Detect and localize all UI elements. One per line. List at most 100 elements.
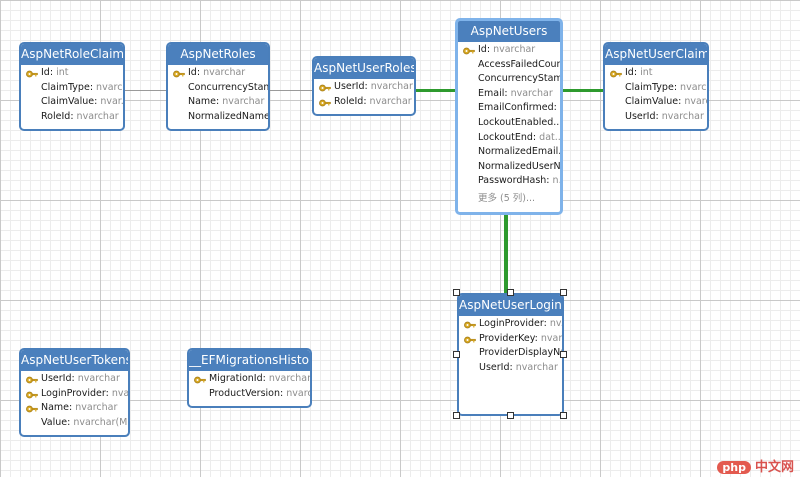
resize-handle[interactable] — [560, 412, 567, 419]
key-icon — [463, 46, 475, 56]
field-row[interactable]: LoginProvider: nva... — [21, 388, 128, 403]
more-columns-link[interactable]: 更多 (5 列)... — [478, 192, 536, 204]
field-row[interactable]: RoleId: nvarchar — [314, 96, 414, 111]
field-type: nvarchar — [76, 110, 119, 122]
entity-aspnetroleclaims[interactable]: AspNetRoleClaims Id: int ClaimType: nvar… — [19, 42, 125, 131]
field-row[interactable]: AccessFailedCount... — [458, 59, 560, 74]
resize-handle[interactable] — [453, 351, 460, 358]
field-row[interactable]: Email: nvarchar — [478, 87, 553, 99]
field-row[interactable]: Id: int — [21, 67, 123, 82]
resize-handle[interactable] — [453, 289, 460, 296]
field-row[interactable]: ConcurrencyStamp... — [458, 73, 560, 88]
relation-users-userlogins[interactable] — [504, 215, 508, 294]
field-row[interactable]: Value: nvarchar(M... — [21, 417, 128, 432]
entity-title: AspNetUserTokens — [21, 350, 128, 371]
field-type: nvarchar — [222, 96, 265, 108]
field-row[interactable]: ClaimValue: nvar... — [21, 96, 123, 111]
field-row[interactable]: PasswordHash: n... — [458, 175, 560, 190]
key-icon — [26, 390, 38, 400]
field-name: ClaimType — [41, 81, 90, 93]
field-type: nvarchar — [661, 110, 704, 122]
entity-aspnetuserclaims[interactable]: AspNetUserClaims Id: int ClaimType: nvar… — [603, 42, 709, 131]
field-list: UserId: nvarchar RoleId: nvarchar — [314, 79, 414, 110]
field-row[interactable]: Id: nvarchar — [458, 44, 560, 59]
field-name: MigrationId — [209, 373, 263, 384]
key-icon — [319, 83, 331, 93]
field-type: nvarc... — [684, 96, 707, 108]
resize-handle[interactable] — [560, 289, 567, 296]
field-row[interactable]: UserId: nvarchar — [21, 373, 128, 388]
key-icon — [173, 69, 185, 79]
key-icon — [464, 335, 476, 345]
field-name: Name — [41, 402, 70, 414]
field-name: UserId — [625, 110, 656, 122]
field-type: nvarchar — [268, 373, 310, 384]
field-row[interactable]: ClaimValue: nvarc... — [605, 96, 707, 111]
field-name: Email — [478, 87, 505, 99]
entity-title: AspNetUserClaims — [605, 44, 707, 65]
field-row[interactable]: Name: nvarchar — [21, 402, 128, 417]
field-row[interactable]: LoginProvider: nv... — [459, 318, 562, 333]
field-row[interactable]: LockoutEnd: dat... — [458, 132, 560, 147]
field-row[interactable]: ProductVersion: nvarc... — [189, 388, 310, 403]
field-row[interactable]: RoleId: nvarchar — [41, 110, 119, 122]
field-type: nvarchar(M... — [73, 416, 128, 428]
field-row[interactable]: Id: nvarchar — [168, 67, 268, 82]
entity-aspnetuserlogins[interactable]: AspNetUserLogins LoginProvider: nv... Pr… — [457, 293, 564, 416]
field-name: ClaimValue — [625, 96, 679, 108]
field-name: Id — [625, 67, 634, 78]
field-name: LoginProvider — [41, 387, 106, 399]
field-row[interactable]: NormalizedEmail... — [458, 146, 560, 161]
field-row[interactable]: Id: int — [605, 67, 707, 82]
relation-userroles-users[interactable] — [416, 89, 458, 92]
entity-aspnetroles[interactable]: AspNetRoles Id: nvarchar ConcurrencyStam… — [166, 42, 270, 131]
entity-aspnetusertokens[interactable]: AspNetUserTokens UserId: nvarchar LoginP… — [19, 348, 130, 437]
field-name: RoleId — [334, 95, 364, 107]
field-row[interactable]: LockoutEnabled... — [458, 117, 560, 132]
field-row[interactable]: NormalizedUserN... — [458, 161, 560, 176]
resize-handle[interactable] — [507, 289, 514, 296]
field-row[interactable]: Name: nvarchar — [188, 96, 265, 108]
field-list: Id: nvarchar ConcurrencyStamp Name: nvar… — [168, 65, 268, 125]
resize-handle[interactable] — [507, 412, 514, 419]
entity-aspnetuserroles[interactable]: AspNetUserRoles UserId: nvarchar RoleId:… — [312, 56, 416, 116]
field-row[interactable]: ProviderDisplayNa... — [459, 347, 562, 362]
field-type: nvarchar — [493, 44, 536, 55]
relation-roleclaims-roles[interactable] — [125, 90, 167, 91]
field-type: nvar... — [540, 332, 562, 344]
field-name: Id — [188, 67, 197, 78]
relation-roles-userroles[interactable] — [270, 90, 312, 91]
field-row[interactable]: ClaimType: nvarc... — [21, 82, 123, 97]
field-name: ConcurrencyStamp — [188, 81, 268, 93]
field-row[interactable]: MigrationId: nvarchar — [189, 373, 310, 388]
field-name: ProductVersion — [209, 387, 281, 399]
field-type: nvarchar — [77, 373, 120, 384]
field-name: ProviderDisplayNa... — [479, 347, 562, 359]
field-name: ClaimType — [625, 81, 674, 93]
field-name: ClaimValue — [41, 96, 95, 108]
field-name: Value — [41, 416, 68, 428]
field-row[interactable]: UserId: nvarchar — [479, 361, 558, 373]
field-row[interactable]: ProviderKey: nvar... — [459, 333, 562, 348]
entity-aspnetusers[interactable]: AspNetUsers Id: nvarchar AccessFailedCou… — [455, 18, 563, 215]
field-row[interactable]: EmailConfirmed: ... — [458, 102, 560, 117]
relation-users-userclaims[interactable] — [563, 89, 604, 92]
field-row[interactable]: NormalizedName... — [168, 111, 268, 126]
field-name: LockoutEnabled... — [478, 116, 560, 128]
field-name: LockoutEnd: — [478, 131, 537, 143]
entity-efmigrationshistory[interactable]: __EFMigrationsHistory MigrationId: nvarc… — [187, 348, 312, 408]
field-row[interactable]: ConcurrencyStamp — [168, 82, 268, 97]
resize-handle[interactable] — [453, 412, 460, 419]
field-type: int — [640, 67, 653, 78]
field-type: nvarchar — [203, 67, 246, 78]
field-row[interactable]: UserId: nvarchar — [625, 110, 704, 122]
resize-handle[interactable] — [560, 351, 567, 358]
entity-title: AspNetRoles — [168, 44, 268, 65]
field-name: UserId — [334, 81, 365, 92]
field-list: Id: int ClaimType: nvarc... ClaimValue: … — [21, 65, 123, 125]
field-row[interactable]: ClaimType: nvarc... — [605, 82, 707, 97]
field-list: UserId: nvarchar LoginProvider: nva... N… — [21, 371, 128, 431]
entity-title: AspNetUserRoles — [314, 58, 414, 79]
field-row[interactable]: UserId: nvarchar — [314, 81, 414, 96]
